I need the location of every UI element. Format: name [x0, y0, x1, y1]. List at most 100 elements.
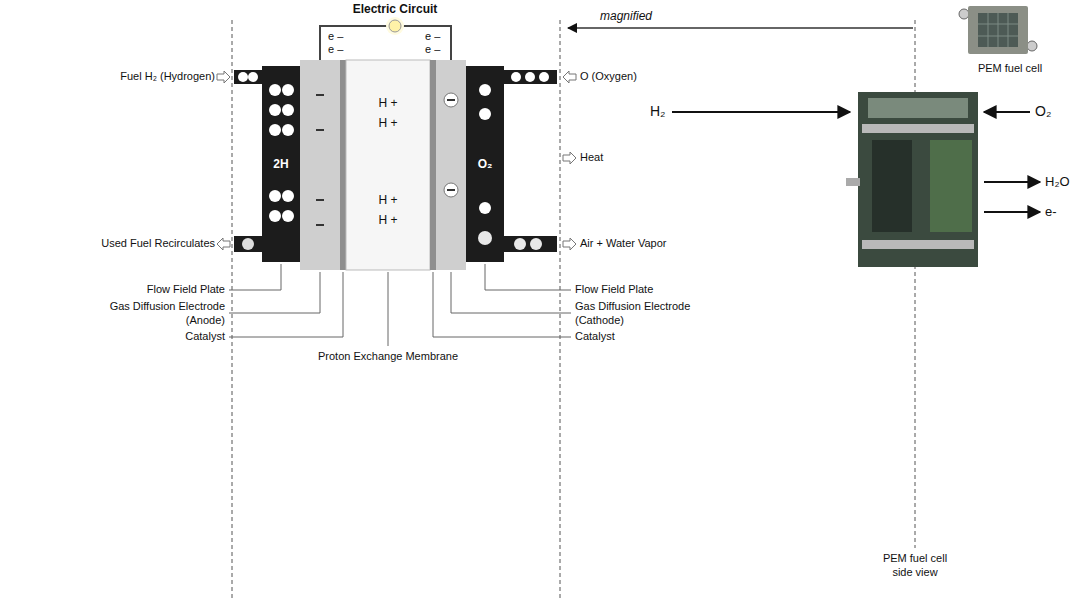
flow-arrow — [217, 238, 230, 250]
light-bulb — [389, 20, 401, 32]
magnify-arrow — [568, 27, 913, 29]
node-text: H + — [378, 213, 397, 227]
node-text: H + — [378, 96, 397, 110]
water-molecule — [530, 238, 542, 250]
guide-line — [560, 20, 561, 598]
side-view-part — [862, 240, 974, 249]
label-holder: Air + Water Vapor — [580, 237, 667, 251]
side-view-tab — [846, 178, 860, 186]
electron-sign — [447, 189, 455, 191]
label-holder: Electric Circuit — [353, 2, 438, 17]
flow-label: O (Oxygen) — [580, 70, 637, 84]
label-holder: PEM fuel cell — [978, 62, 1042, 76]
oxygen-atom — [539, 72, 549, 82]
side-view-part — [872, 140, 912, 232]
hydrogen-atom — [238, 72, 248, 82]
oxygen-atom — [525, 72, 535, 82]
output-label: H₂O — [1045, 174, 1070, 190]
fuel-cell-grid-lines — [978, 13, 1018, 47]
flow-arrow — [984, 181, 1040, 183]
fuel-inlet-pipe — [234, 70, 262, 84]
flow-label: Used Fuel Recirculates — [101, 237, 215, 251]
flow-arrow — [984, 211, 1040, 213]
hydrogen-atom — [269, 190, 281, 202]
circuit-wire — [320, 26, 388, 60]
flow-label: Fuel H₂ (Hydrogen) — [120, 70, 215, 84]
cathode-gas-diffusion-electrode — [436, 60, 466, 270]
label-holder: O (Oxygen) — [580, 70, 637, 84]
electron-sign — [316, 94, 324, 96]
side-view-part — [868, 98, 968, 118]
label-holder: Catalyst — [575, 330, 615, 344]
label-holder: PEM fuel cell side view — [878, 552, 953, 580]
electron-sign — [316, 129, 324, 131]
leader-line — [485, 264, 571, 290]
label-holder: e – — [425, 30, 440, 44]
flow-arrow — [563, 71, 576, 83]
part-label: Proton Exchange Membrane — [318, 350, 458, 364]
circuit-wire — [402, 26, 451, 60]
node-text: 2H — [273, 157, 288, 171]
hydrogen-atom — [282, 190, 294, 202]
label-holder: e – — [328, 30, 343, 44]
part-label: Gas Diffusion Electrode (Anode) — [100, 300, 225, 328]
label-holder: Gas Diffusion Electrode (Cathode) — [575, 300, 700, 328]
flow-arrow — [563, 238, 576, 250]
side-view-part — [862, 124, 974, 133]
hydrogen-atom — [282, 84, 294, 96]
flow-arrow — [672, 111, 850, 113]
oxygen-atom — [479, 108, 491, 120]
label-holder: e – — [328, 43, 343, 57]
input-label: H₂ — [650, 103, 666, 121]
label-holder: H₂O — [1045, 174, 1070, 190]
electron-label: e – — [328, 30, 343, 44]
hydrogen-atom — [269, 124, 281, 136]
electron-sign — [447, 99, 455, 101]
leader-line — [388, 272, 389, 346]
flow-arrow — [984, 111, 1030, 113]
mounting-ear — [959, 9, 969, 19]
fuel-cell-grid — [978, 13, 1018, 47]
flow-arrow — [563, 152, 576, 164]
label-holder: Proton Exchange Membrane — [318, 350, 458, 364]
oxygen-atom — [479, 84, 491, 96]
part-label: Flow Field Plate — [575, 283, 653, 297]
electron-sign — [316, 199, 324, 201]
label-holder: Flow Field Plate — [575, 283, 653, 297]
electron-label: e – — [328, 43, 343, 57]
flow-label: Air + Water Vapor — [580, 237, 667, 251]
label-holder: Catalyst — [185, 330, 225, 344]
cathode-catalyst — [430, 60, 436, 270]
label-holder: Used Fuel Recirculates — [101, 237, 215, 251]
anode-flow-field-plate — [262, 66, 300, 262]
input-label: O₂ — [1035, 103, 1051, 121]
part-label: Catalyst — [185, 330, 225, 344]
circuit-title: Electric Circuit — [353, 2, 438, 17]
air-outlet-pipe — [504, 236, 557, 252]
electron-label: e – — [425, 43, 440, 57]
cathode-flow-field-plate — [466, 66, 504, 262]
leader-line — [229, 272, 320, 313]
leader-line — [229, 264, 281, 290]
hydrogen-atom — [242, 238, 254, 250]
leader-line — [451, 272, 571, 313]
text-holder: H + — [378, 193, 397, 207]
part-label: Flow Field Plate — [147, 283, 225, 297]
flow-label: Heat — [580, 151, 603, 165]
node-text: O₂ — [478, 157, 493, 171]
text-holder: O₂ — [478, 157, 493, 171]
water-molecule — [478, 231, 492, 245]
guide-line — [232, 20, 233, 598]
anode-gas-diffusion-electrode — [300, 60, 340, 270]
label-holder: e – — [425, 43, 440, 57]
text-holder: H + — [378, 116, 397, 130]
label-holder: Heat — [580, 151, 603, 165]
hydrogen-atom — [269, 84, 281, 96]
hydrogen-atom — [282, 124, 294, 136]
text-holder: H + — [378, 96, 397, 110]
oxygen-ion — [444, 93, 458, 107]
mounting-ear — [1027, 41, 1037, 51]
electron-sign — [316, 224, 324, 226]
